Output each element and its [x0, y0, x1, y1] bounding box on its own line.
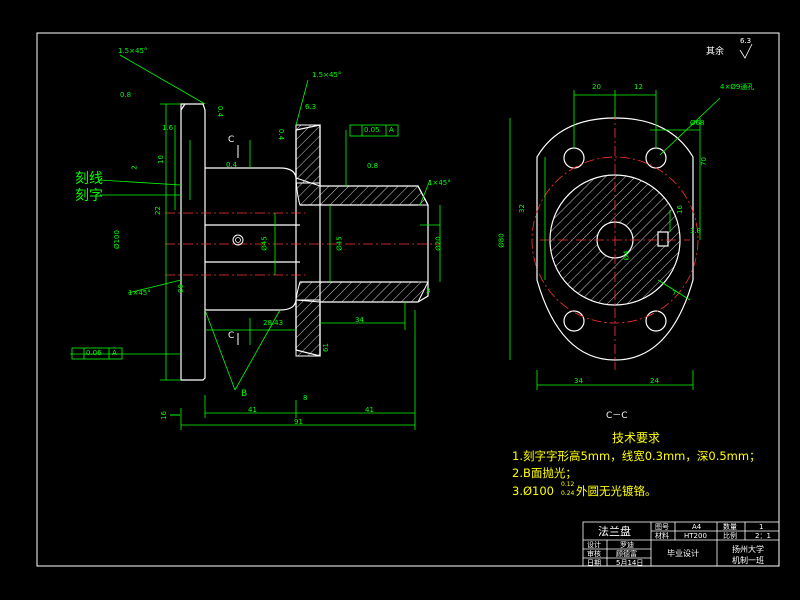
- dim-16b: 16: [159, 411, 168, 420]
- side-dim-32: 32: [517, 204, 526, 213]
- tol-frame-2-ref: A: [112, 349, 117, 357]
- dim-chamfer-left: 1×45°: [128, 289, 151, 297]
- dim-r63: 6.3: [305, 103, 317, 111]
- dim-8: 8: [303, 394, 308, 402]
- title-block: [582, 521, 780, 567]
- tb-h-scale: 比例: [723, 532, 737, 540]
- side-dimension-lines: [509, 90, 721, 390]
- tech-note-3-prefix: 3.Ø100: [512, 484, 554, 498]
- tb-class: 机制一班: [732, 556, 764, 565]
- side-dim-34: 34: [574, 377, 583, 385]
- dim-d45: Ø45: [260, 236, 269, 251]
- side-centerlines: [531, 110, 699, 370]
- dim-d45b: Ø45: [335, 236, 344, 251]
- side-dim-16: 16: [675, 205, 684, 214]
- dim-34: 34: [355, 316, 364, 324]
- dim-41b: 41: [365, 406, 374, 414]
- tech-note-3-lower-tol: 0.24: [561, 490, 575, 497]
- dim-chamfer-top: 1.5×45°: [118, 47, 148, 55]
- section-c-bottom: C: [228, 331, 235, 341]
- tb-date: 5月14日: [616, 559, 644, 567]
- small-hole: [232, 234, 244, 246]
- dim-chamfer-flange: 1.5×45°: [312, 71, 342, 79]
- dim-16: 1.6: [162, 124, 174, 132]
- tech-note-3-upper-tol: 0.12: [561, 481, 575, 488]
- tb-r-design: 设计: [587, 541, 601, 549]
- tol-frame-1-ref: A: [389, 126, 394, 134]
- side-dim-holes: 4×Ø9通孔: [720, 83, 755, 91]
- tb-h-material: 材料: [655, 532, 669, 540]
- dim-61: 61: [321, 343, 330, 352]
- tb-h-qty: 数量: [723, 523, 737, 531]
- dim-d100: Ø100: [112, 230, 121, 249]
- dim-r08: 0.8: [120, 91, 132, 99]
- dim-d60: 60: [175, 284, 184, 293]
- dim-41a: 41: [248, 406, 257, 414]
- side-dim-70: 70: [699, 157, 708, 166]
- side-dim-12: 12: [634, 83, 643, 91]
- section-hatch-bottom: [295, 281, 429, 303]
- tb-h-drawing-no: 图号: [655, 523, 669, 531]
- section-view-label: C－C: [606, 411, 628, 421]
- side-dim-20: 20: [592, 83, 601, 91]
- tech-note-2: 2.B面抛光；: [512, 466, 577, 480]
- tb-r-check: 审核: [587, 550, 601, 558]
- dim-d20: Ø20: [434, 236, 443, 251]
- dim-10: 10: [156, 155, 165, 164]
- tech-requirements-title: 技术要求: [612, 431, 661, 445]
- side-dim-3-8: 3.8: [690, 227, 702, 235]
- tech-note-3-suffix: 外圆无光镀铬。: [576, 484, 657, 498]
- dim-2: 2: [130, 165, 139, 170]
- tb-qty: 1: [759, 523, 764, 531]
- tb-r-date: 日期: [587, 559, 601, 567]
- dim-91: 91: [294, 418, 303, 426]
- tolerance-frames: [71, 124, 399, 360]
- dim-r08b: 0.8: [367, 162, 379, 170]
- drawing-border: [36, 32, 780, 567]
- side-dim-d68: Ø68: [690, 119, 705, 127]
- roughness-symbol: [739, 43, 753, 59]
- dim-28-43: 28.43: [263, 319, 284, 327]
- tb-school: 扬州大学: [732, 545, 764, 554]
- dim-r04c: 0.4: [277, 128, 286, 141]
- tol-frame-1-value: 0.05: [364, 126, 380, 134]
- side-dim-7: 7: [672, 289, 677, 297]
- side-dim-24: 24: [650, 377, 659, 385]
- tb-scale: 2：1: [755, 532, 771, 540]
- roughness-value: 6.3: [740, 37, 752, 45]
- tb-designer: 罗迪: [620, 541, 634, 549]
- front-centerlines: [165, 212, 440, 276]
- dim-chamfer-right: 1×45°: [428, 179, 451, 187]
- dim-r04a: 0.4: [216, 105, 225, 118]
- front-dimension-lines: [70, 54, 441, 430]
- engrave-line-label: 刻线: [75, 171, 103, 187]
- flange-hatch-top: [295, 124, 321, 184]
- surface-b-label: B: [241, 389, 248, 399]
- engrave-char-label: 刻字: [75, 188, 103, 204]
- tol-frame-2-value: 0.06: [86, 349, 102, 357]
- tb-project: 毕业设计: [667, 549, 699, 558]
- tb-drawing-no: A4: [692, 523, 702, 531]
- side-dim-d4: Ø4: [622, 250, 631, 261]
- dim-3: 3: [426, 287, 431, 295]
- tb-material: HT200: [684, 532, 707, 540]
- tb-part-name: 法兰盘: [598, 525, 631, 538]
- side-dim-d80: Ø80: [497, 233, 506, 248]
- dim-22: 22: [153, 206, 162, 215]
- tech-note-1: 1.刻字字形高5mm，线宽0.3mm，深0.5mm；: [512, 449, 761, 463]
- flange-hatch-bottom: [295, 299, 321, 357]
- section-c-top: C: [228, 135, 235, 145]
- dim-r04b: 0.4: [226, 161, 238, 169]
- tb-checker: 顾德富: [616, 550, 637, 558]
- roughness-label: 其余: [706, 47, 725, 57]
